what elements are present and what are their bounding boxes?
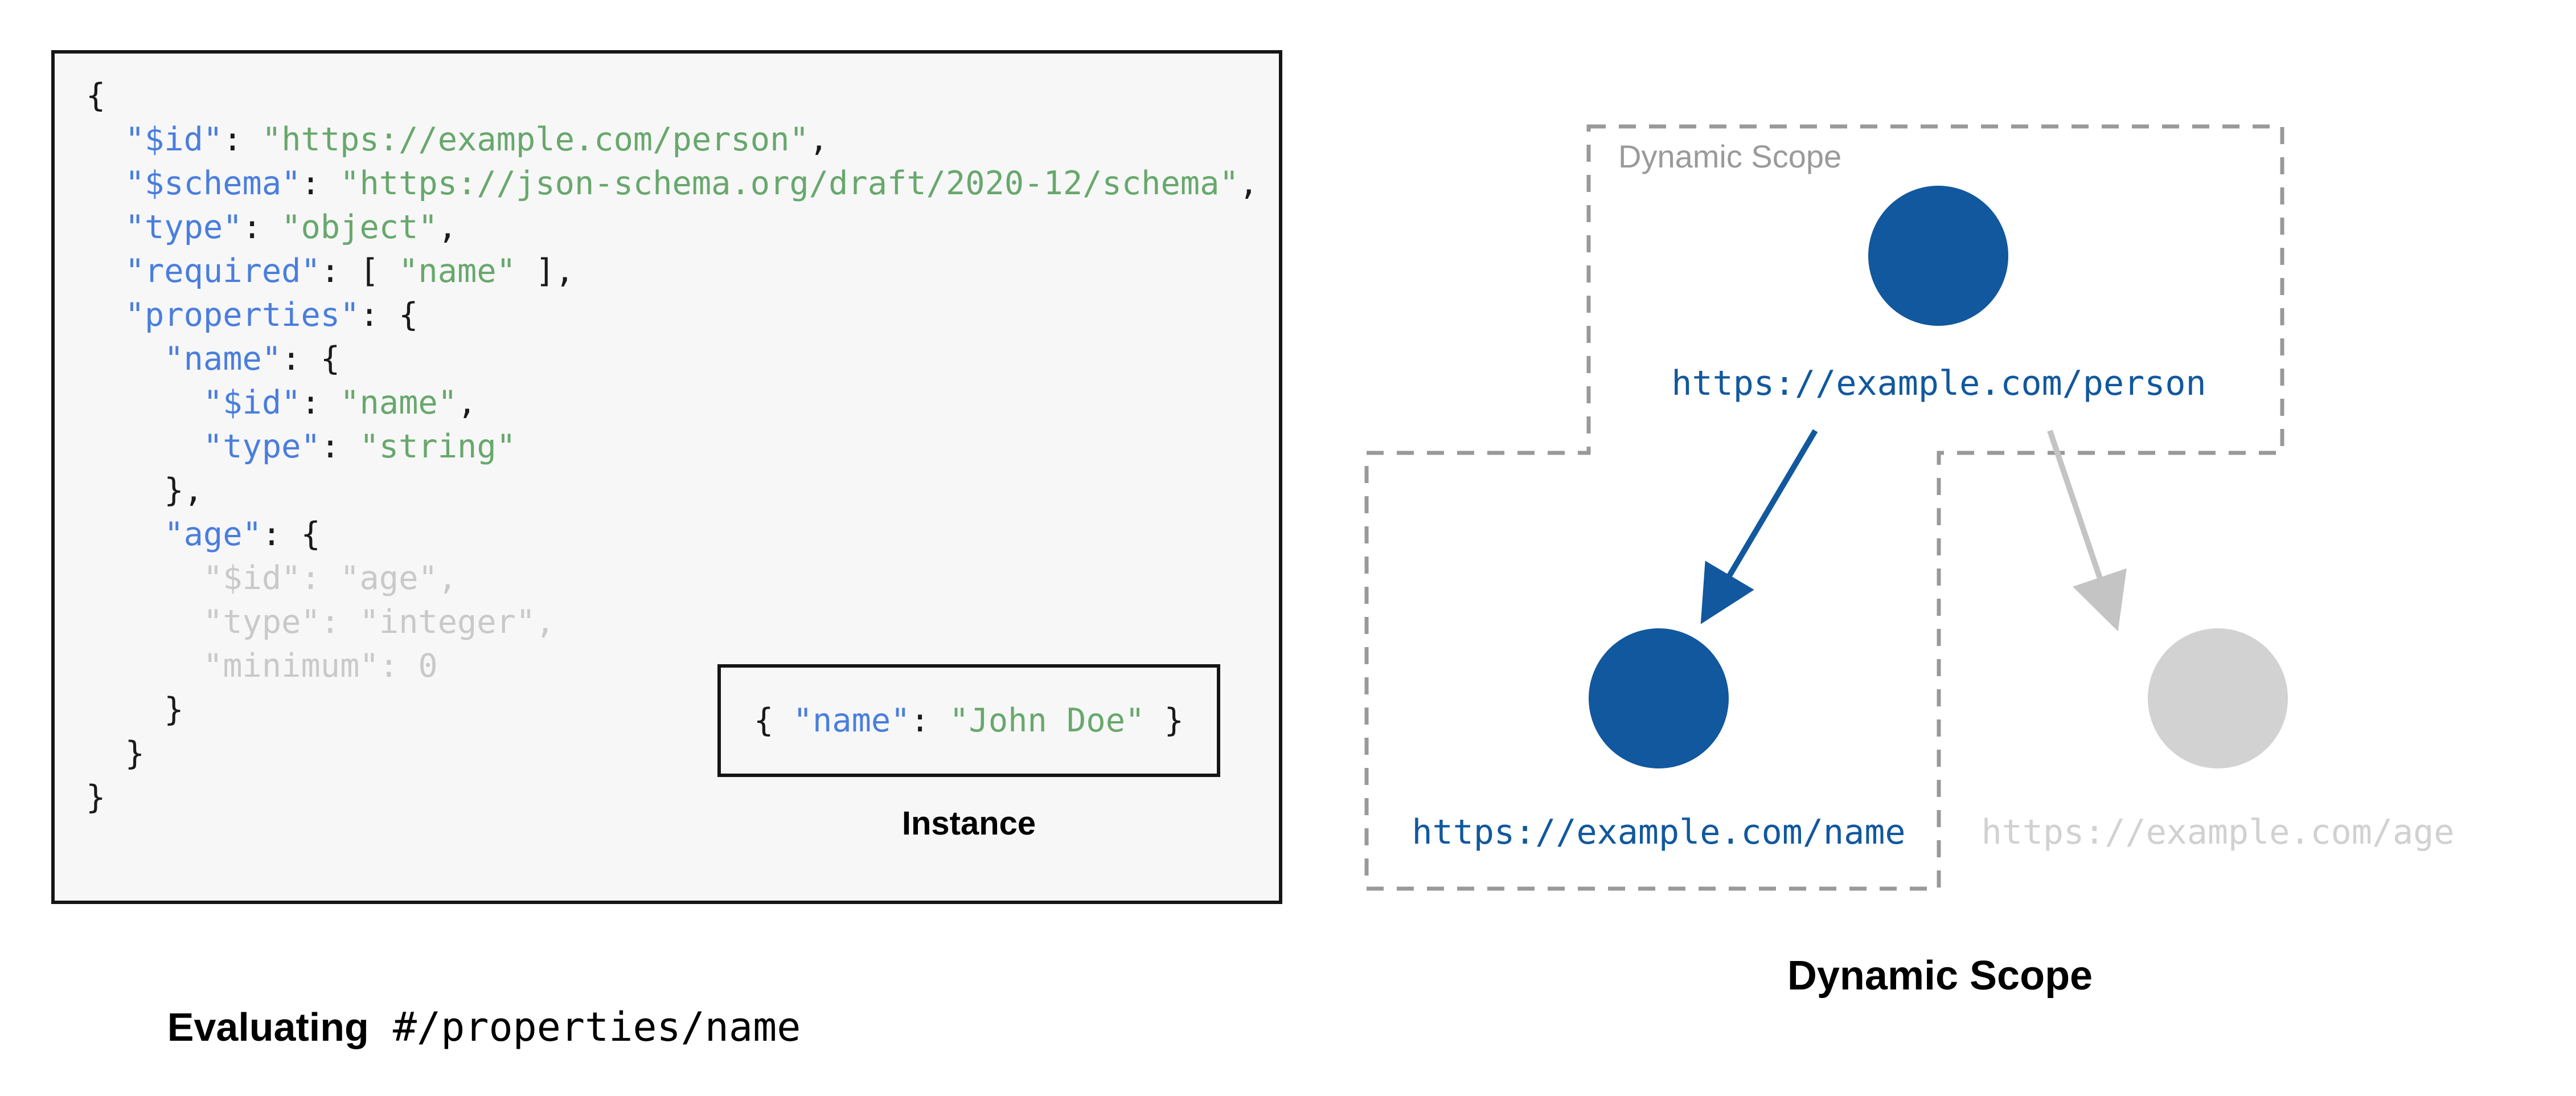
instance-code: { "name": "John Doe" } <box>754 702 1184 739</box>
node-name-label: https://example.com/name <box>1412 812 1906 852</box>
node-age-label: https://example.com/age <box>1981 812 2455 852</box>
caption-evaluating: Evaluating <box>167 1005 369 1049</box>
arrow-person-to-age <box>2047 430 2127 632</box>
node-person-label: https://example.com/person <box>1671 363 2206 403</box>
right-caption: Dynamic Scope <box>1787 953 2093 999</box>
caption-json-pointer: #/properties/name <box>368 1004 801 1050</box>
schema-code: { "$id": "https://example.com/person", "… <box>86 77 1259 816</box>
schema-panel: { "$id": "https://example.com/person", "… <box>51 50 1282 904</box>
node-age <box>2148 628 2288 768</box>
instance-box: { "name": "John Doe" } <box>717 664 1220 777</box>
left-caption: Evaluating #/properties/name <box>123 958 801 1096</box>
instance-label: Instance <box>901 805 1036 842</box>
scope-region-title: Dynamic Scope <box>1618 138 1842 174</box>
dynamic-scope-diagram <box>1364 124 2284 891</box>
node-person <box>1868 186 2008 326</box>
dynamic-scope-boundary <box>1364 124 2284 891</box>
node-name <box>1589 628 1729 768</box>
arrow-person-to-name <box>1700 429 1818 624</box>
